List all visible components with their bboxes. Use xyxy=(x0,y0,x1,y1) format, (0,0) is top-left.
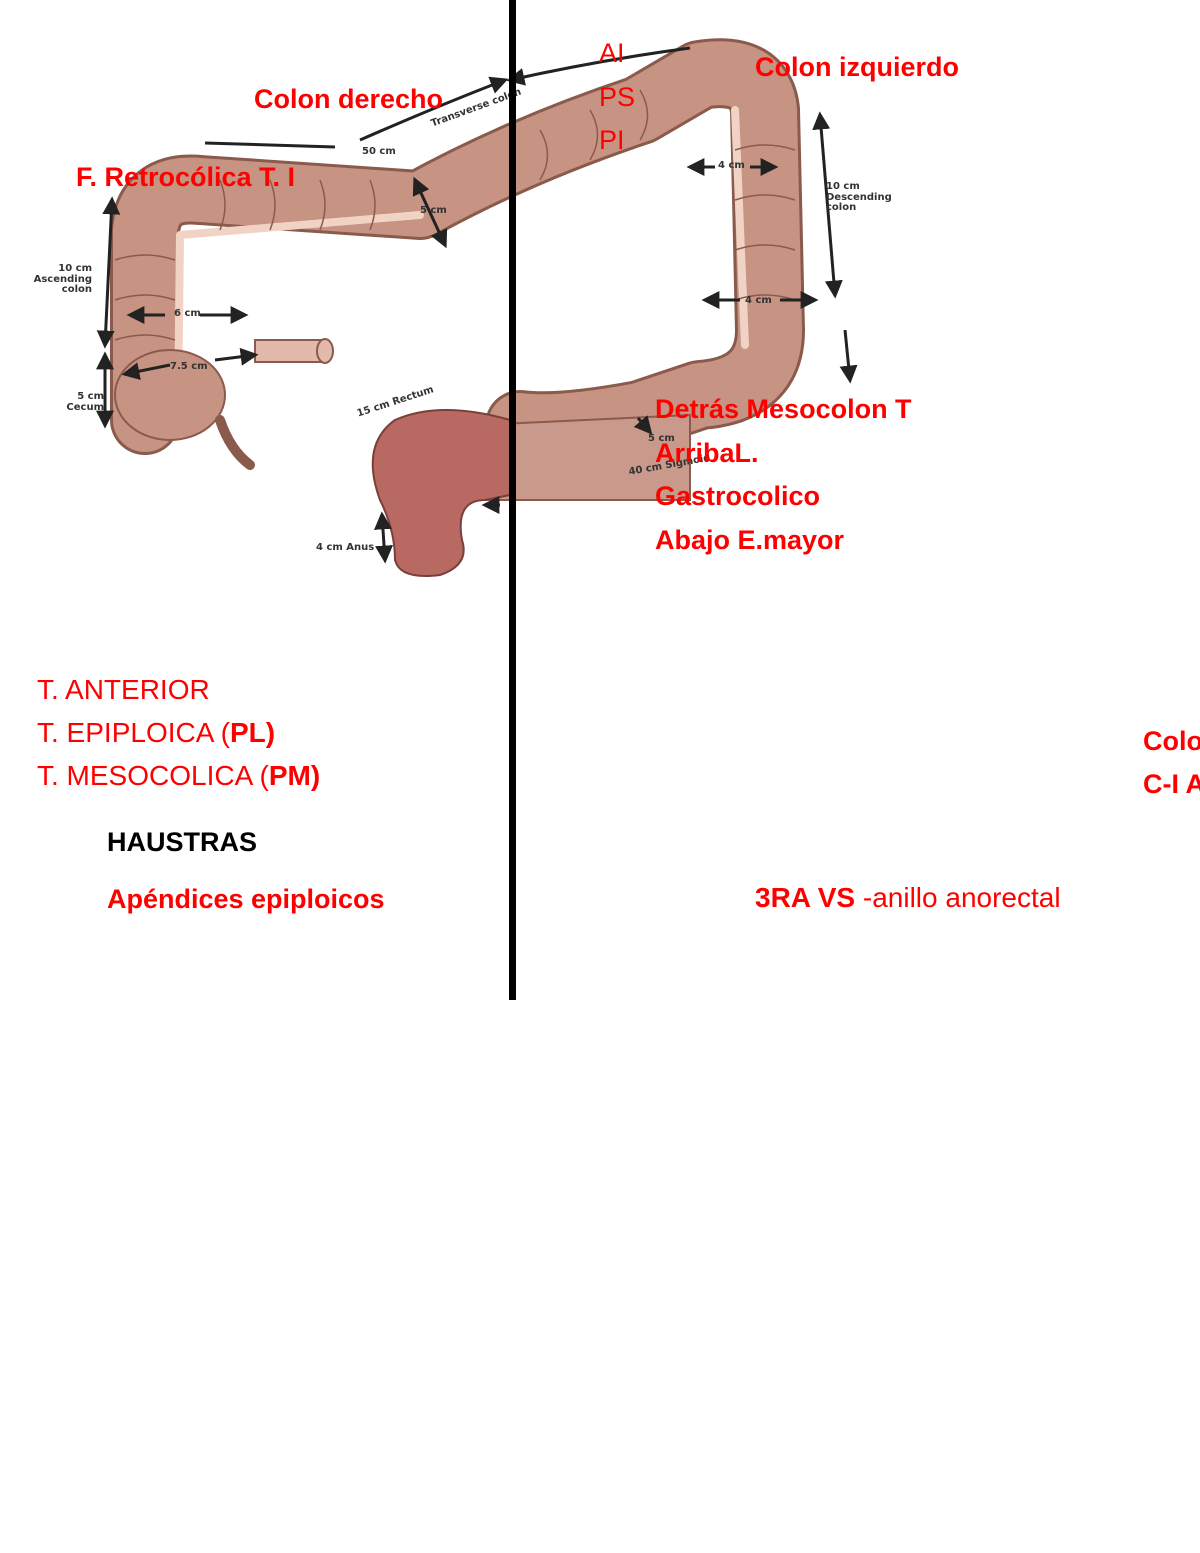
taenia-mesocolica: T. MESOCOLICA (PM) xyxy=(37,754,320,797)
descending-name: Descending colon xyxy=(826,191,892,213)
colon-izquierdo-label: Colon izquierdo xyxy=(755,52,959,82)
pi-label: PI xyxy=(599,125,625,155)
rectum xyxy=(371,409,511,577)
colon-body xyxy=(110,38,805,462)
gastrocolico-label: Gastrocolico xyxy=(655,481,821,511)
cecum-name: Cecum xyxy=(66,401,104,413)
right-cut-text-1: Colo xyxy=(1143,726,1200,756)
colon-derecho-label: Colon derecho xyxy=(254,84,444,114)
apendices-epiploicos-label: Apéndices epiploicos xyxy=(107,884,385,914)
descending-width-label: 4 cm xyxy=(745,295,772,306)
ascending-colon-label: 10 cm Ascending colon xyxy=(30,263,92,296)
taenia-mesocolica-abbr: PM) xyxy=(268,760,321,791)
transverse-length-label: 50 cm xyxy=(362,146,396,157)
anillo-anorectal-note: 3RA VS -anillo anorectal xyxy=(755,882,1061,914)
descending-length: 10 cm xyxy=(826,181,860,192)
fascia-retrocolica-label: F. Retrocólica T. I xyxy=(76,162,296,192)
ps-label: PS xyxy=(599,82,636,112)
right-cut-text-2: C-I A xyxy=(1143,769,1200,799)
vs-bold: 3RA VS xyxy=(755,882,856,913)
taenia-list: T. ANTERIOR T. EPIPLOICA (PL) T. MESOCOL… xyxy=(37,668,320,797)
ileum-end xyxy=(316,338,334,364)
terminal-ileum xyxy=(254,339,326,363)
vertical-divider xyxy=(509,0,516,1000)
taenia-mesocolica-text: T. MESOCOLICA ( xyxy=(37,760,269,791)
cecum xyxy=(114,349,226,441)
sigmoid-width-label: 5 cm xyxy=(648,433,675,444)
ascending-width-label: 6 cm xyxy=(174,308,201,319)
cecum-length: 5 cm xyxy=(77,391,104,402)
measurement-arrows xyxy=(96,46,858,564)
abajo-emayor-label: Abajo E.mayor xyxy=(655,525,845,555)
detras-mesocolon-label: Detrás Mesocolon T xyxy=(655,394,912,424)
taenia-anterior: T. ANTERIOR xyxy=(37,674,210,705)
cecum-width-label: 7.5 cm xyxy=(170,361,208,372)
cecum-length-label: 5 cm Cecum xyxy=(60,391,104,413)
ai-label: AI xyxy=(599,38,625,68)
taenia-epiploica: T. EPIPLOICA (PL) xyxy=(37,711,320,754)
taenia-epiploica-abbr: PL) xyxy=(229,717,276,748)
transverse-width-label: 5 cm xyxy=(420,205,447,216)
ascending-name: Ascending colon xyxy=(33,273,92,295)
ascending-length: 10 cm xyxy=(58,263,92,274)
haustras-heading: HAUSTRAS xyxy=(107,827,258,857)
appendix xyxy=(215,415,255,470)
descending-colon-label: 10 cm Descending colon xyxy=(826,181,906,214)
taenia-epiploica-text: T. EPIPLOICA ( xyxy=(37,717,230,748)
colon-illustration xyxy=(96,38,858,577)
anus-length-label: 4 cm Anus xyxy=(316,542,375,553)
arriba-label: ArribaL. xyxy=(655,438,759,468)
descending-top-width-label: 4 cm xyxy=(718,160,745,171)
vs-rest: -anillo anorectal xyxy=(855,882,1061,913)
